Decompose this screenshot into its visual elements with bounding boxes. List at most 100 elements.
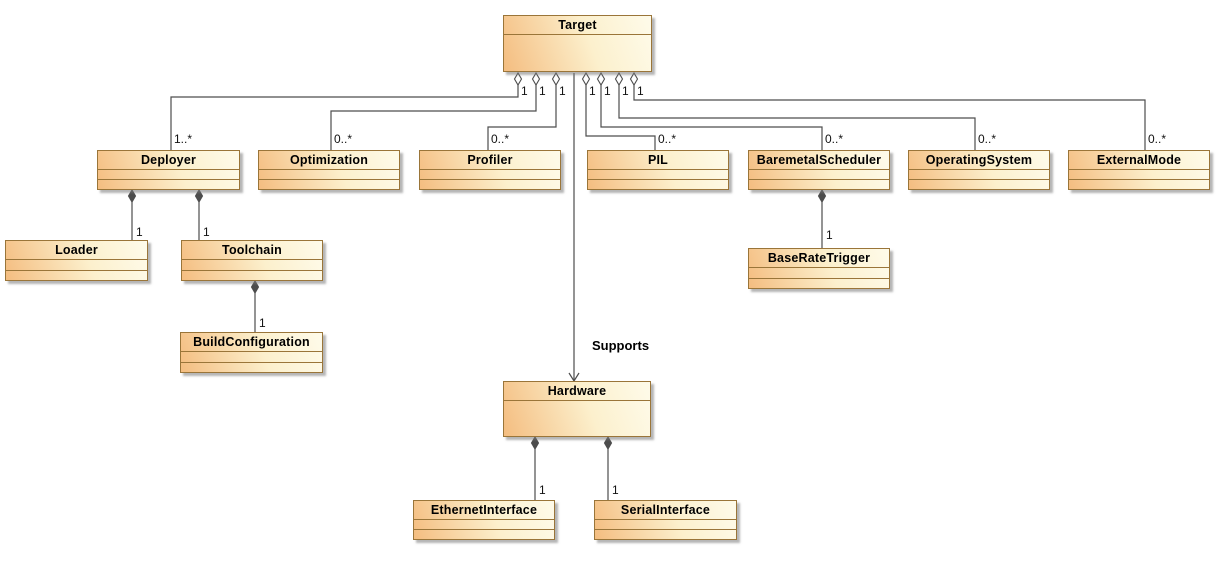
multiplicity-label: 0..* — [658, 132, 677, 146]
class-deployer[interactable]: Deployer — [97, 150, 240, 190]
class-compartment — [181, 352, 322, 362]
multiplicity-label: 1 — [136, 225, 143, 239]
multiplicity-label: 1 — [559, 84, 566, 98]
class-compartment — [749, 268, 889, 278]
class-compartment — [1069, 179, 1209, 189]
class-name-label: EthernetInterface — [414, 501, 554, 520]
multiplicity-label: 1 — [521, 84, 528, 98]
class-compartment — [259, 179, 399, 189]
class-compartment — [182, 260, 322, 270]
composition-diamond-icon — [530, 435, 540, 451]
aggregation-diamond-icon — [596, 71, 606, 87]
class-serialinterface[interactable]: SerialInterface — [594, 500, 737, 540]
class-compartment — [749, 179, 889, 189]
class-compartment — [749, 170, 889, 179]
class-name-label: BaremetalScheduler — [749, 151, 889, 170]
class-compartment — [504, 401, 650, 436]
class-compartment — [588, 170, 728, 179]
class-name-label: Deployer — [98, 151, 239, 170]
class-compartment — [420, 179, 560, 189]
class-compartment — [98, 179, 239, 189]
class-externalmode[interactable]: ExternalMode — [1068, 150, 1210, 190]
multiplicity-label: 1 — [826, 228, 833, 242]
class-compartment — [595, 520, 736, 529]
multiplicity-label: 1 — [604, 84, 611, 98]
multiplicity-label: 0..* — [334, 132, 353, 146]
class-name-label: Loader — [6, 241, 147, 260]
class-pil[interactable]: PIL — [587, 150, 729, 190]
class-compartment — [414, 520, 554, 529]
aggregation-diamond-icon — [531, 71, 541, 87]
class-compartment — [1069, 170, 1209, 179]
class-target[interactable]: Target — [503, 15, 652, 72]
aggregation-diamond-icon — [551, 71, 561, 87]
multiplicity-label: 1 — [612, 483, 619, 497]
aggregation-diamond-icon — [513, 71, 523, 87]
class-compartment — [595, 529, 736, 539]
class-compartment — [181, 361, 322, 373]
class-name-label: Hardware — [504, 382, 650, 401]
class-name-label: Target — [504, 16, 651, 35]
class-compartment — [6, 260, 147, 270]
class-name-label: Optimization — [259, 151, 399, 170]
class-baseratetrigger[interactable]: BaseRateTrigger — [748, 248, 890, 289]
class-compartment — [588, 179, 728, 189]
class-compartment — [98, 170, 239, 179]
multiplicity-label: 0..* — [491, 132, 510, 146]
class-name-label: Profiler — [420, 151, 560, 170]
class-compartment — [6, 269, 147, 281]
class-compartment — [420, 170, 560, 179]
class-compartment — [909, 179, 1049, 189]
multiplicity-label: 1 — [622, 84, 629, 98]
edge-target-operatingsystem — [618, 85, 976, 150]
composition-diamond-icon — [250, 279, 260, 295]
class-name-label: SerialInterface — [595, 501, 736, 520]
edge-name-label: Supports — [592, 338, 650, 353]
edge-target-pil — [585, 85, 656, 150]
class-baremetalscheduler[interactable]: BaremetalScheduler — [748, 150, 890, 190]
composition-diamond-icon — [817, 188, 827, 204]
class-ethernetinterface[interactable]: EthernetInterface — [413, 500, 555, 540]
class-compartment — [749, 277, 889, 289]
class-optimization[interactable]: Optimization — [258, 150, 400, 190]
aggregation-diamond-icon — [629, 71, 639, 87]
composition-diamond-icon — [194, 188, 204, 204]
class-profiler[interactable]: Profiler — [419, 150, 561, 190]
class-loader[interactable]: Loader — [5, 240, 148, 281]
class-name-label: OperatingSystem — [909, 151, 1049, 170]
class-buildconfiguration[interactable]: BuildConfiguration — [180, 332, 323, 373]
multiplicity-label: 0..* — [978, 132, 997, 146]
multiplicity-label: 1 — [539, 84, 546, 98]
edge-target-baremetalscheduler — [600, 85, 823, 150]
edge-target-deployer — [170, 85, 519, 150]
class-compartment — [259, 170, 399, 179]
composition-diamond-icon — [127, 188, 137, 204]
class-hardware[interactable]: Hardware — [503, 381, 651, 437]
edge-target-optimization — [330, 85, 537, 150]
multiplicity-label: 1 — [637, 84, 644, 98]
multiplicity-label: 1..* — [174, 132, 193, 146]
multiplicity-label: 1 — [259, 316, 266, 330]
class-toolchain[interactable]: Toolchain — [181, 240, 323, 281]
multiplicity-label: 1 — [589, 84, 596, 98]
multiplicity-label: 0..* — [825, 132, 844, 146]
class-name-label: BuildConfiguration — [181, 333, 322, 352]
multiplicity-label: 1 — [203, 225, 210, 239]
class-name-label: Toolchain — [182, 241, 322, 260]
class-operatingsystem[interactable]: OperatingSystem — [908, 150, 1050, 190]
edge-target-profiler — [487, 85, 557, 150]
class-name-label: BaseRateTrigger — [749, 249, 889, 268]
class-compartment — [414, 529, 554, 539]
aggregation-diamond-icon — [581, 71, 591, 87]
class-compartment — [182, 269, 322, 281]
class-name-label: ExternalMode — [1069, 151, 1209, 170]
class-compartment — [504, 35, 651, 71]
multiplicity-label: 1 — [539, 483, 546, 497]
edge-target-externalmode — [633, 85, 1146, 150]
composition-diamond-icon — [603, 435, 613, 451]
class-compartment — [909, 170, 1049, 179]
multiplicity-label: 0..* — [1148, 132, 1167, 146]
aggregation-diamond-icon — [614, 71, 624, 87]
